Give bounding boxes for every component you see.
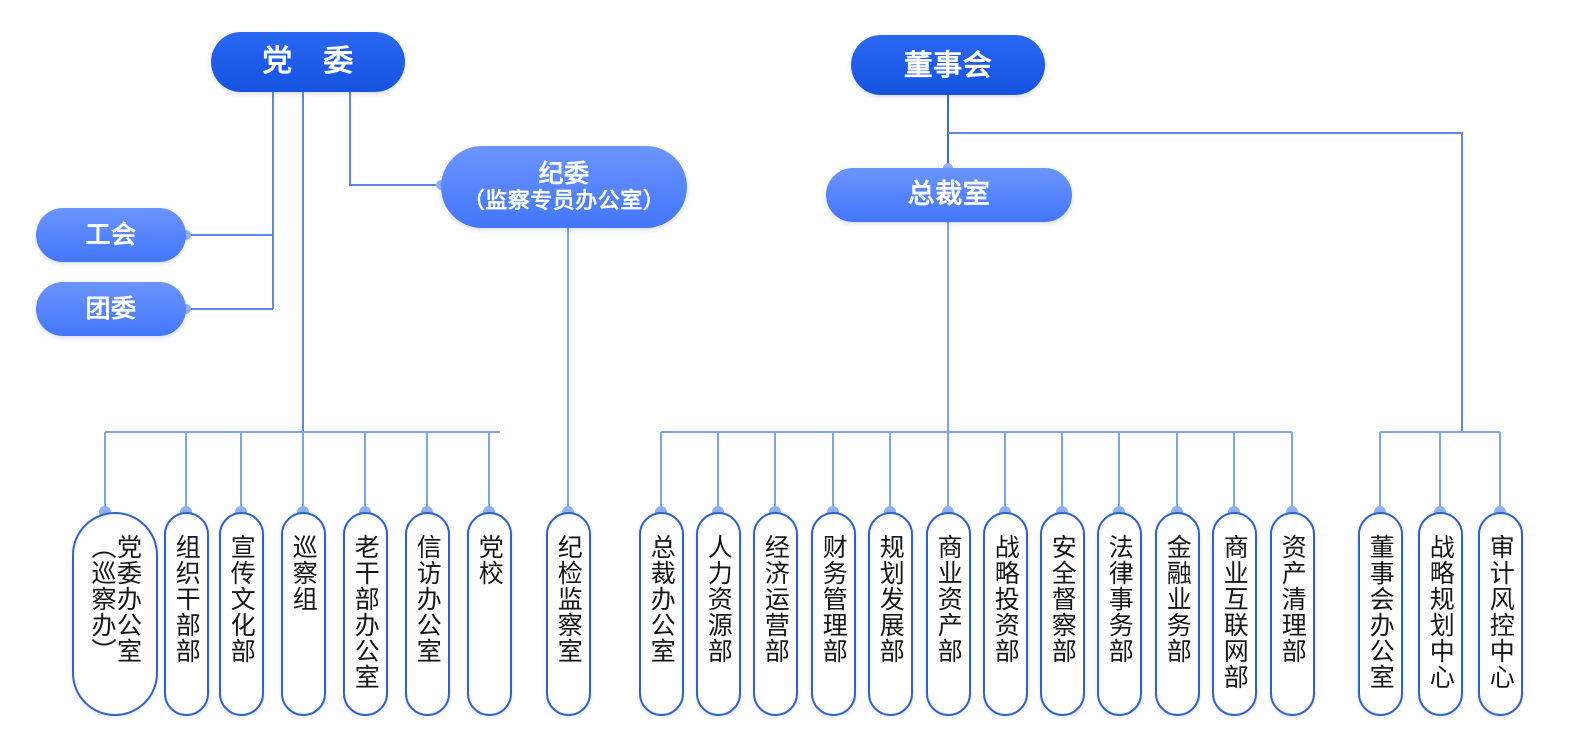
leaf-node-label: 宣传文化部	[227, 534, 257, 664]
node-discipline-committee[interactable]: 纪委 （监察专员办公室）	[441, 146, 687, 228]
node-youth-league[interactable]: 团委	[36, 282, 186, 336]
leaf-node[interactable]: 人力资源部	[696, 512, 741, 716]
leaf-node-label: 纪检监察室	[554, 534, 584, 664]
leaf-node[interactable]: 董事会办公室	[1358, 512, 1403, 716]
node-board-of-directors[interactable]: 董事会	[851, 35, 1045, 95]
node-president-office-label: 总裁室	[907, 179, 991, 211]
node-discipline-committee-line2: （监察专员办公室）	[462, 188, 666, 214]
leaf-node-label: 法律事务部	[1105, 534, 1135, 664]
leaf-node-label: 资产清理部	[1278, 534, 1308, 664]
leaf-node[interactable]: 战略规划中心	[1418, 512, 1463, 716]
leaf-node[interactable]: 纪检监察室	[546, 512, 591, 716]
leaf-node[interactable]: 商业互联网部	[1212, 512, 1257, 716]
leaf-node[interactable]: 巡察组	[281, 512, 326, 716]
leaf-node[interactable]: 总裁办公室	[639, 512, 684, 716]
leaf-node[interactable]: 安全督察部	[1040, 512, 1085, 716]
leaf-node-label: 党校	[475, 534, 505, 586]
node-labor-union[interactable]: 工会	[36, 208, 186, 262]
node-president-office[interactable]: 总裁室	[826, 168, 1072, 222]
leaf-node-label: 信访办公室	[413, 534, 443, 664]
leaf-node[interactable]: 信访办公室	[405, 512, 450, 716]
leaf-node[interactable]: 金融业务部	[1155, 512, 1200, 716]
leaf-node[interactable]: 战略投资部	[983, 512, 1028, 716]
node-board-of-directors-label: 董事会	[903, 47, 993, 82]
leaf-node-label: 董事会办公室	[1366, 534, 1396, 690]
leaf-node[interactable]: 宣传文化部	[219, 512, 264, 716]
leaf-node[interactable]: 党委办公室（巡察办）	[72, 512, 158, 716]
leaf-node[interactable]: 规划发展部	[868, 512, 913, 716]
leaf-node[interactable]: 老干部办公室	[343, 512, 388, 716]
leaf-node-label: 规划发展部	[876, 534, 906, 664]
leaf-node[interactable]: 党校	[467, 512, 512, 716]
leaf-node-label: 组织干部部	[172, 534, 202, 664]
leaf-node-label: 商业互联网部	[1220, 534, 1250, 690]
leaf-node-label: 人力资源部	[704, 534, 734, 664]
leaf-node-label: 巡察组	[289, 534, 319, 612]
leaf-node[interactable]: 财务管理部	[811, 512, 856, 716]
node-discipline-committee-line1: 纪委	[538, 159, 590, 189]
node-party-committee[interactable]: 党 委	[211, 32, 405, 92]
leaf-node-label: 金融业务部	[1163, 534, 1193, 664]
node-youth-league-label: 团委	[85, 294, 137, 324]
leaf-node[interactable]: 商业资产部	[926, 512, 971, 716]
leaf-node-label-column: 党委办公室	[113, 534, 143, 664]
leaf-node-label: 财务管理部	[819, 534, 849, 664]
node-labor-union-label: 工会	[85, 220, 137, 250]
leaf-node-label: 老干部办公室	[351, 534, 381, 690]
leaf-node-label: 党委办公室（巡察办）	[88, 514, 143, 664]
leaf-node-label: 战略规划中心	[1426, 534, 1456, 690]
leaf-node-label: 安全督察部	[1048, 534, 1078, 664]
node-party-committee-label: 党 委	[262, 44, 354, 80]
leaf-node-label: 经济运营部	[761, 534, 791, 664]
leaf-node[interactable]: 组织干部部	[164, 512, 209, 716]
leaf-node-label: 商业资产部	[934, 534, 964, 664]
leaf-node[interactable]: 审计风控中心	[1478, 512, 1523, 716]
leaf-node[interactable]: 经济运营部	[753, 512, 798, 716]
leaf-node[interactable]: 资产清理部	[1270, 512, 1315, 716]
leaf-node-label-column: （巡察办）	[88, 534, 117, 664]
leaf-node[interactable]: 法律事务部	[1097, 512, 1142, 716]
leaf-node-label: 战略投资部	[991, 534, 1021, 664]
leaf-node-label: 审计风控中心	[1486, 534, 1516, 690]
leaf-node-label: 总裁办公室	[647, 534, 677, 664]
